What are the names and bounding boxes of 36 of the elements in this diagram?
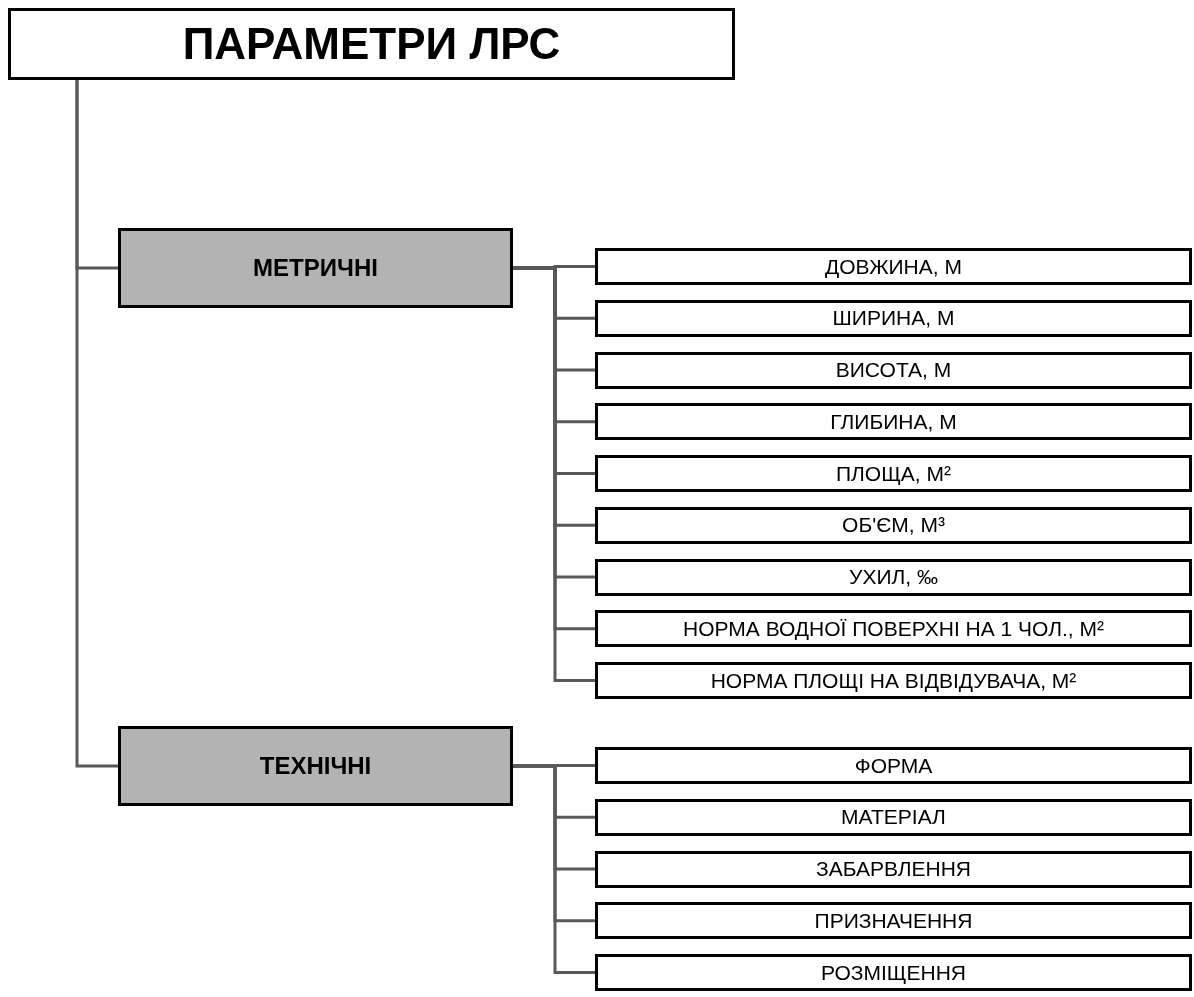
node-label: МАТЕРІАЛ [841,805,946,830]
node-label: ДОВЖИНА, М [825,254,962,279]
parameter-box [595,351,1192,389]
parameter-box [595,850,1192,888]
node-label: ЗАБАРВЛЕННЯ [815,857,972,881]
node-label: ШИРИНА, М [832,306,955,331]
category-box [118,726,513,806]
parameter-box [595,558,1192,596]
parameter-box [595,610,1192,648]
node-label: ТЕХНІЧНІ [259,752,372,780]
node-label: ГЛИБИНА, М [830,409,957,434]
node-label: ПЛОЩА, М² [835,461,952,486]
node-label: ФОРМА [854,753,933,778]
node-label: УХИЛ, ‰ [849,565,938,589]
parameter-box [595,954,1192,991]
parameter-box [595,662,1192,699]
node-label: МЕТРИЧНІ [253,254,378,282]
parameter-box [595,403,1192,441]
node-label: ПРИЗНАЧЕННЯ [814,908,973,933]
parameter-box [595,747,1192,784]
connector-line [75,80,118,768]
title-box [8,8,735,80]
parameter-box [595,506,1192,544]
node-label: ОБ'ЄМ, М³ [842,513,945,538]
parameter-box [595,248,1192,285]
category-box [118,228,513,308]
node-label: РОЗМІЩЕННЯ [820,960,967,985]
parameter-box [595,299,1192,337]
parameter-box [595,798,1192,836]
node-label: ВИСОТА, М [835,358,952,382]
connector-line [513,764,595,974]
node-label: ПАРАМЕТРИ ЛРС [182,19,561,69]
parameter-box [595,455,1192,492]
node-label: НОРМА ПЛОЩІ НА ВІДВІДУВАЧА, М² [710,668,1077,693]
parameter-box [595,902,1192,940]
node-label: НОРМА ВОДНОЇ ПОВЕРХНІ НА 1 ЧОЛ., М² [683,616,1104,641]
